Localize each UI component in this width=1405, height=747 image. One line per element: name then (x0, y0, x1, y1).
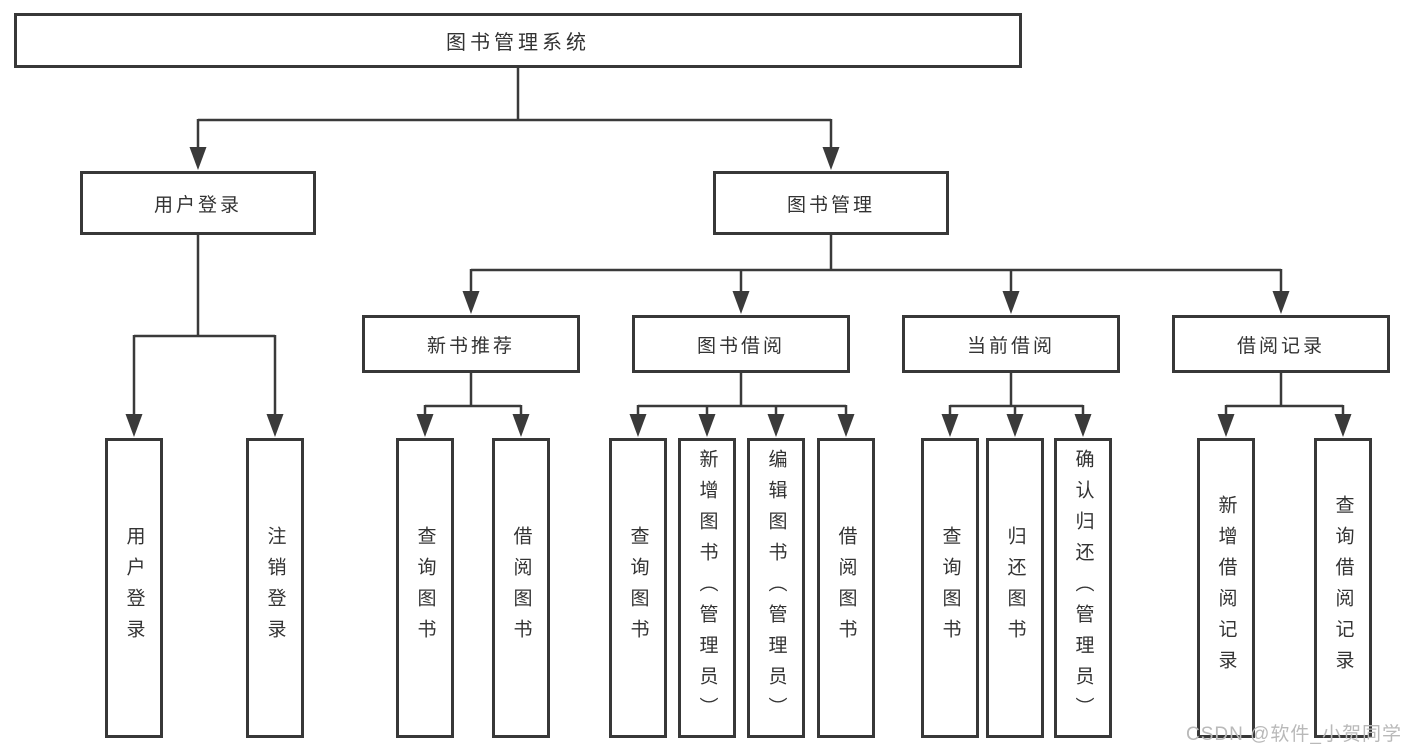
leaf-logout-label: 注销登录 (264, 526, 286, 650)
node-book-borrowing: 图书借阅 (632, 315, 850, 373)
node-borrowing-records-label: 借阅记录 (1236, 335, 1325, 357)
csdn-watermark: CSDN @软件_小贺同学 (1186, 724, 1402, 745)
leaf-current-query-books-label: 查询图书 (939, 526, 961, 650)
node-current-borrowing-label: 当前借阅 (966, 335, 1055, 357)
leaf-current-confirm-return-admin-label: 确认归还（管理员） (1072, 448, 1094, 728)
node-book-borrowing-label: 图书借阅 (696, 335, 785, 357)
leaf-borrowing-add-books-admin: 新增图书（管理员） (678, 438, 736, 738)
leaf-current-confirm-return-admin: 确认归还（管理员） (1054, 438, 1112, 738)
node-current-borrowing: 当前借阅 (902, 315, 1120, 373)
node-book-management-label: 图书管理 (786, 194, 875, 216)
leaf-newbook-borrow-books: 借阅图书 (492, 438, 550, 738)
leaf-user-login: 用户登录 (105, 438, 163, 738)
leaf-newbook-query-books-label: 查询图书 (414, 526, 436, 650)
leaf-current-query-books: 查询图书 (921, 438, 979, 738)
node-library-management-system-label: 图书管理系统 (446, 32, 590, 54)
leaf-records-add-borrow-record-label: 新增借阅记录 (1215, 495, 1237, 681)
leaf-borrowing-borrow-books: 借阅图书 (817, 438, 875, 738)
leaf-borrowing-edit-books-admin: 编辑图书（管理员） (747, 438, 805, 738)
leaf-records-add-borrow-record: 新增借阅记录 (1197, 438, 1255, 738)
leaf-borrowing-query-books-label: 查询图书 (627, 526, 649, 650)
leaf-newbook-borrow-books-label: 借阅图书 (510, 526, 532, 650)
node-user-login-label: 用户登录 (153, 194, 242, 216)
leaf-borrowing-borrow-books-label: 借阅图书 (835, 526, 857, 650)
leaf-records-query-borrow-record: 查询借阅记录 (1314, 438, 1372, 738)
arrowheads (125, 147, 1352, 437)
leaf-current-return-books: 归还图书 (986, 438, 1044, 738)
leaf-logout: 注销登录 (246, 438, 304, 738)
node-user-login: 用户登录 (80, 171, 316, 235)
leaf-borrowing-query-books: 查询图书 (609, 438, 667, 738)
node-borrowing-records: 借阅记录 (1172, 315, 1390, 373)
node-book-management: 图书管理 (713, 171, 949, 235)
node-new-book-recommendation: 新书推荐 (362, 315, 580, 373)
leaf-current-return-books-label: 归还图书 (1004, 526, 1026, 650)
node-library-management-system: 图书管理系统 (14, 13, 1022, 68)
leaf-user-login-label: 用户登录 (123, 526, 145, 650)
leaf-borrowing-add-books-admin-label: 新增图书（管理员） (696, 448, 718, 728)
leaf-records-query-borrow-record-label: 查询借阅记录 (1332, 495, 1354, 681)
leaf-borrowing-edit-books-admin-label: 编辑图书（管理员） (765, 448, 787, 728)
node-new-book-recommendation-label: 新书推荐 (426, 335, 515, 357)
leaf-newbook-query-books: 查询图书 (396, 438, 454, 738)
